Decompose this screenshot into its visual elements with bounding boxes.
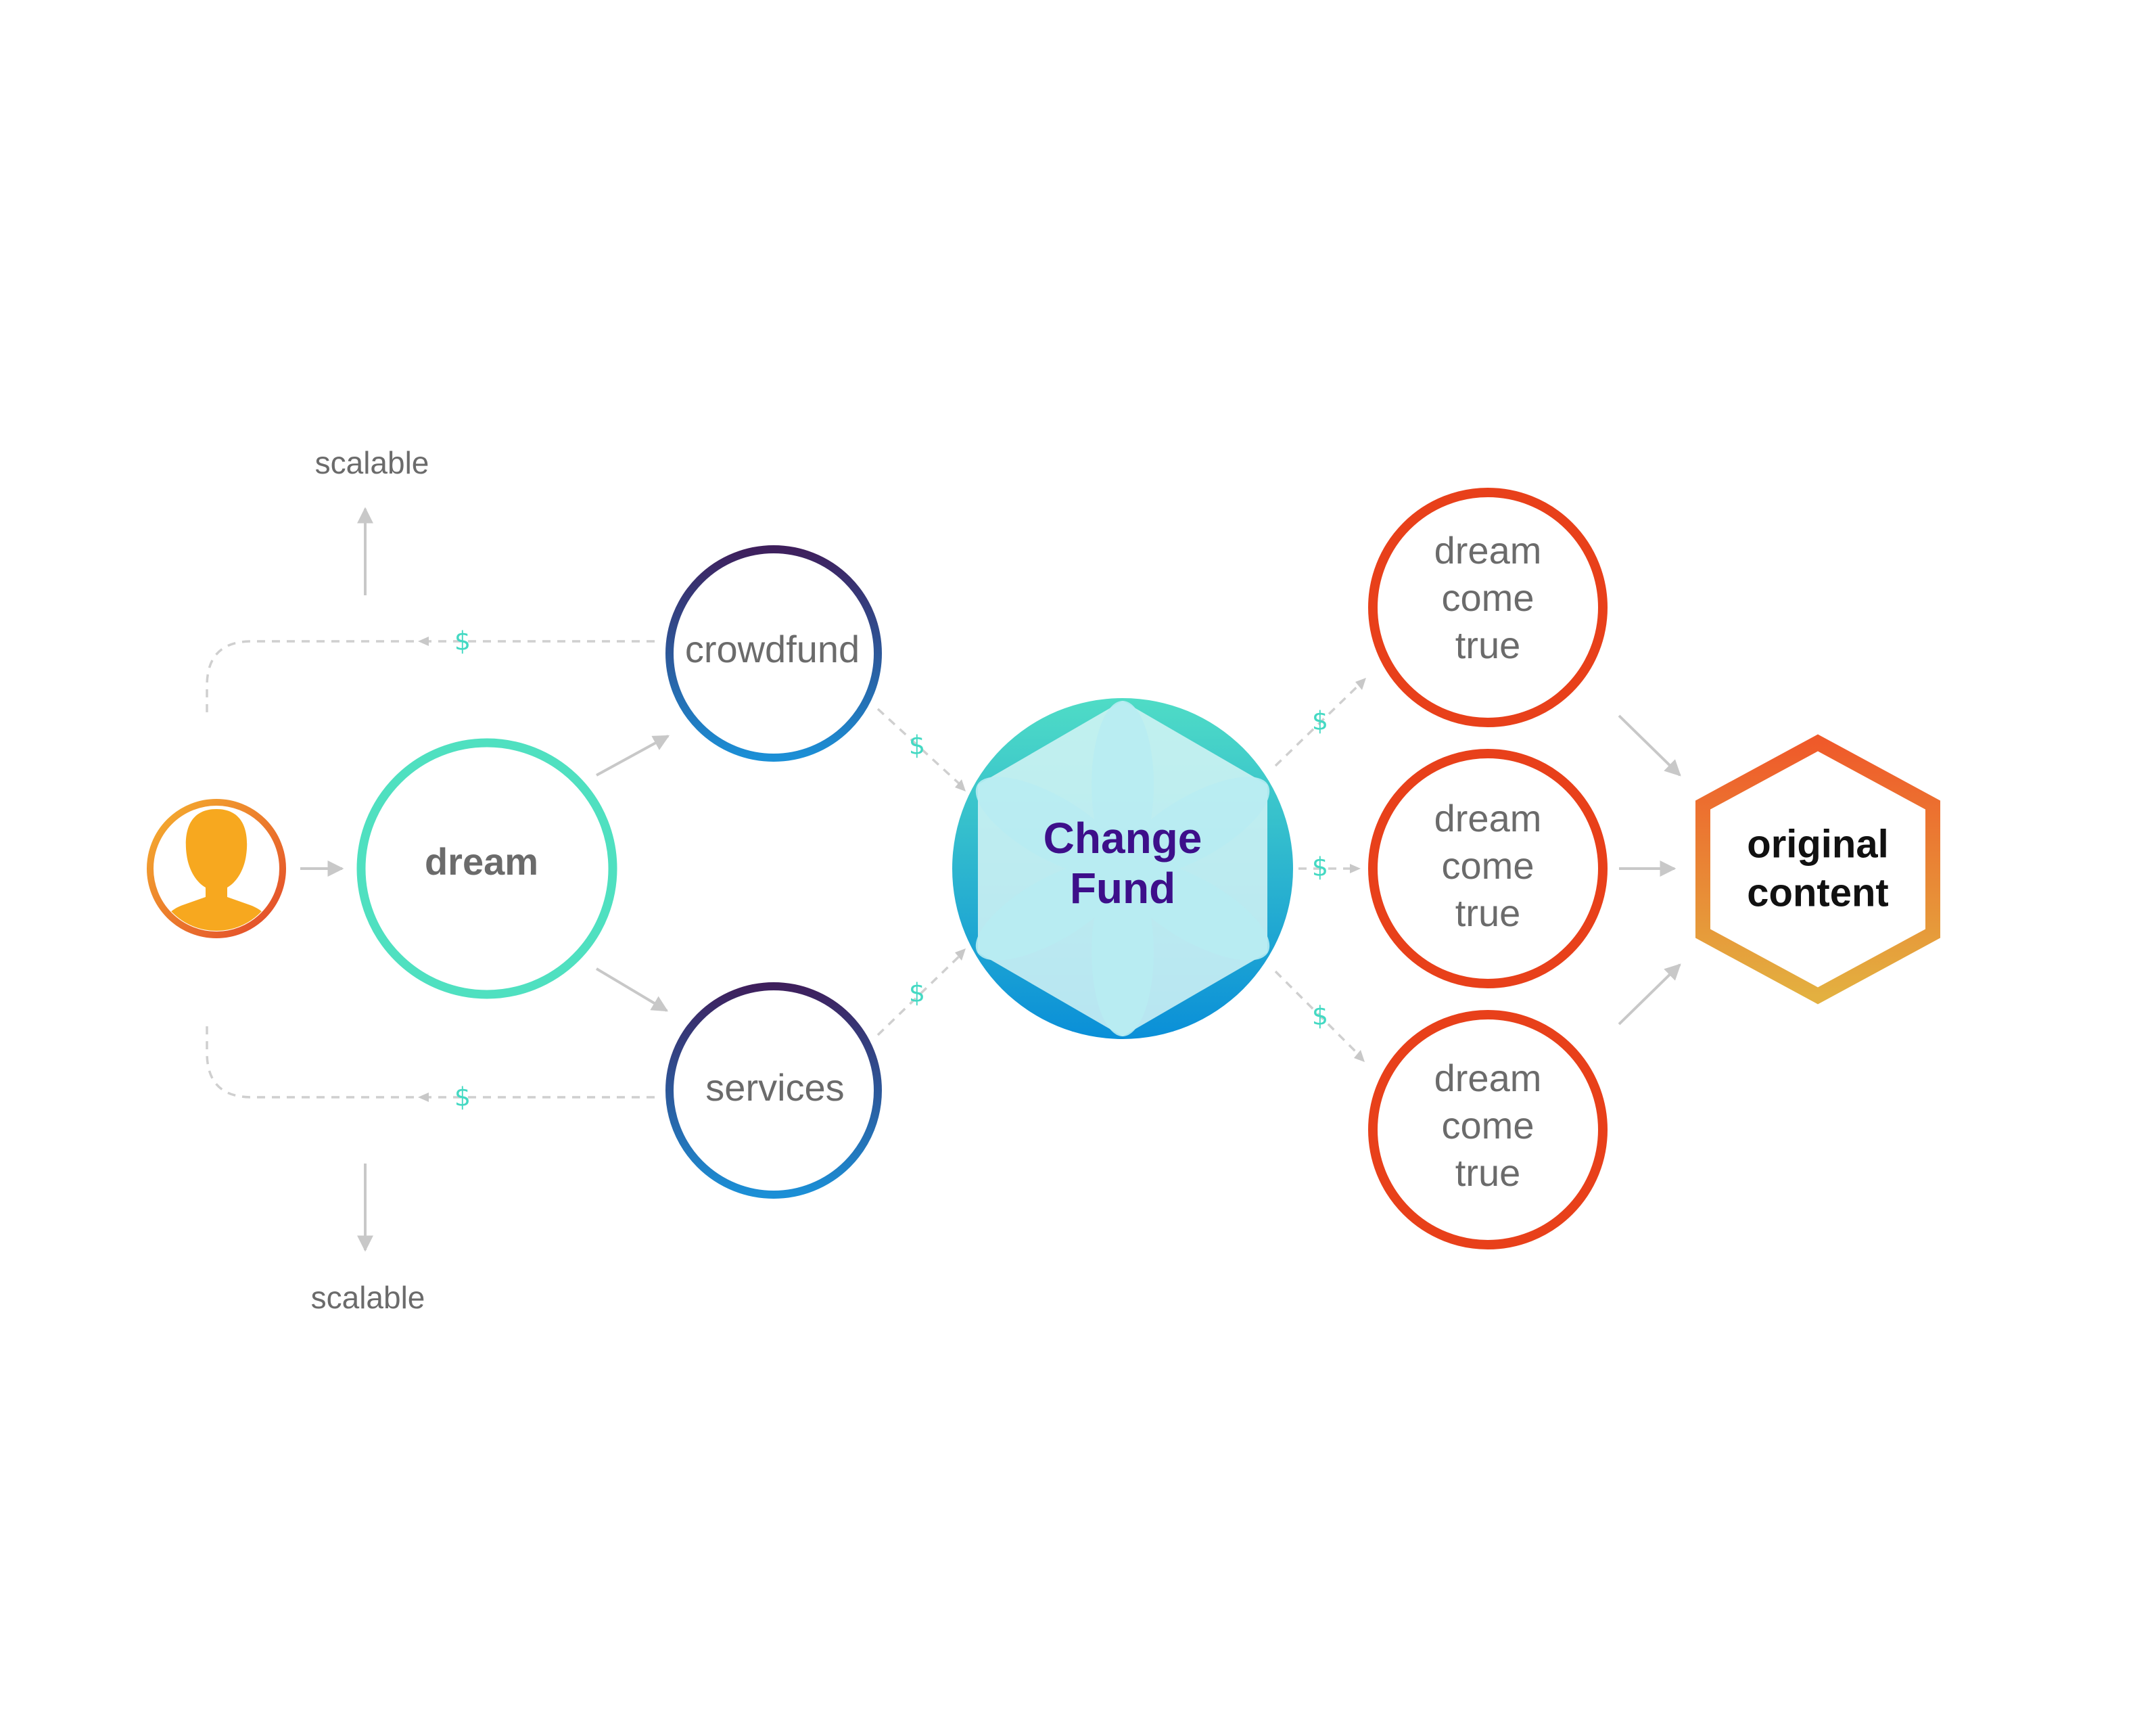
outcome3-line1: dream bbox=[1434, 1057, 1542, 1099]
change-fund-label-line2: Fund bbox=[1070, 864, 1175, 913]
original-content-line1: original bbox=[1747, 822, 1888, 866]
services-label: services bbox=[705, 1066, 844, 1109]
outcome-node-1: dream come true bbox=[1368, 488, 1608, 727]
services-to-fund-path bbox=[876, 954, 962, 1036]
services-return-arrowhead bbox=[418, 1092, 429, 1102]
crowdfund-return-arrowhead bbox=[418, 637, 429, 646]
services-to-fund-arrowhead bbox=[955, 948, 966, 961]
services-node: services bbox=[665, 982, 882, 1199]
outcome2-line3: true bbox=[1455, 892, 1521, 934]
outcome1-line1: dream bbox=[1434, 529, 1542, 572]
dream-node: dream bbox=[356, 738, 617, 999]
dream-label: dream bbox=[425, 840, 538, 883]
fund-to-outcome1-arrowhead bbox=[1355, 678, 1366, 690]
services-dollar-icon: $ bbox=[454, 1082, 471, 1112]
crowdfund-to-fund-arrowhead bbox=[955, 779, 966, 791]
person-avatar bbox=[147, 799, 286, 938]
scalable-top-label: scalable bbox=[315, 445, 429, 480]
fund-to-outcome3-arrowhead bbox=[1354, 1050, 1365, 1062]
flower-icon bbox=[975, 701, 1270, 1036]
outcome2-line2: come bbox=[1442, 844, 1534, 887]
dream-to-crowdfund-arrow bbox=[596, 735, 670, 777]
crowdfund-fund-dollar-icon: $ bbox=[909, 731, 925, 760]
dream-to-services-arrow bbox=[595, 967, 669, 1012]
original-content-node: original content bbox=[1695, 734, 1940, 1005]
outcome-node-2: dream come true bbox=[1368, 749, 1608, 988]
outcome3-line3: true bbox=[1455, 1151, 1521, 1194]
outcome3-line2: come bbox=[1442, 1104, 1534, 1147]
change-fund-node: Change Fund bbox=[952, 698, 1293, 1039]
fund-to-outcome1-path bbox=[1274, 682, 1362, 767]
fund-to-outcome3-path bbox=[1274, 970, 1361, 1057]
change-fund-label-line1: Change bbox=[1044, 814, 1202, 862]
scalable-bottom-label: scalable bbox=[311, 1280, 425, 1315]
outcome1-line3: true bbox=[1455, 624, 1521, 666]
crowdfund-label: crowdfund bbox=[685, 628, 860, 670]
original-content-line2: content bbox=[1747, 871, 1888, 915]
outcome-node-3: dream come true bbox=[1368, 1010, 1608, 1249]
services-return-path bbox=[206, 1023, 655, 1099]
person-avatar-icon bbox=[160, 809, 273, 931]
outcome1-dollar-icon: $ bbox=[1312, 706, 1328, 736]
crowdfund-dollar-icon: $ bbox=[454, 626, 471, 656]
fund-to-outcome2-arrowhead bbox=[1350, 864, 1361, 873]
outcome2-dollar-icon: $ bbox=[1312, 852, 1328, 882]
crowdfund-return-path bbox=[206, 640, 655, 716]
outcome1-to-hex-arrow bbox=[1618, 714, 1681, 777]
outcome2-line1: dream bbox=[1434, 797, 1542, 840]
crowdfund-node: crowdfund bbox=[665, 545, 882, 762]
outcome1-line2: come bbox=[1442, 576, 1534, 619]
services-fund-dollar-icon: $ bbox=[909, 978, 925, 1008]
crowdfund-to-fund-path bbox=[876, 708, 962, 786]
outcome3-dollar-icon: $ bbox=[1312, 1001, 1328, 1031]
outcome3-to-hex-arrow bbox=[1618, 963, 1681, 1026]
